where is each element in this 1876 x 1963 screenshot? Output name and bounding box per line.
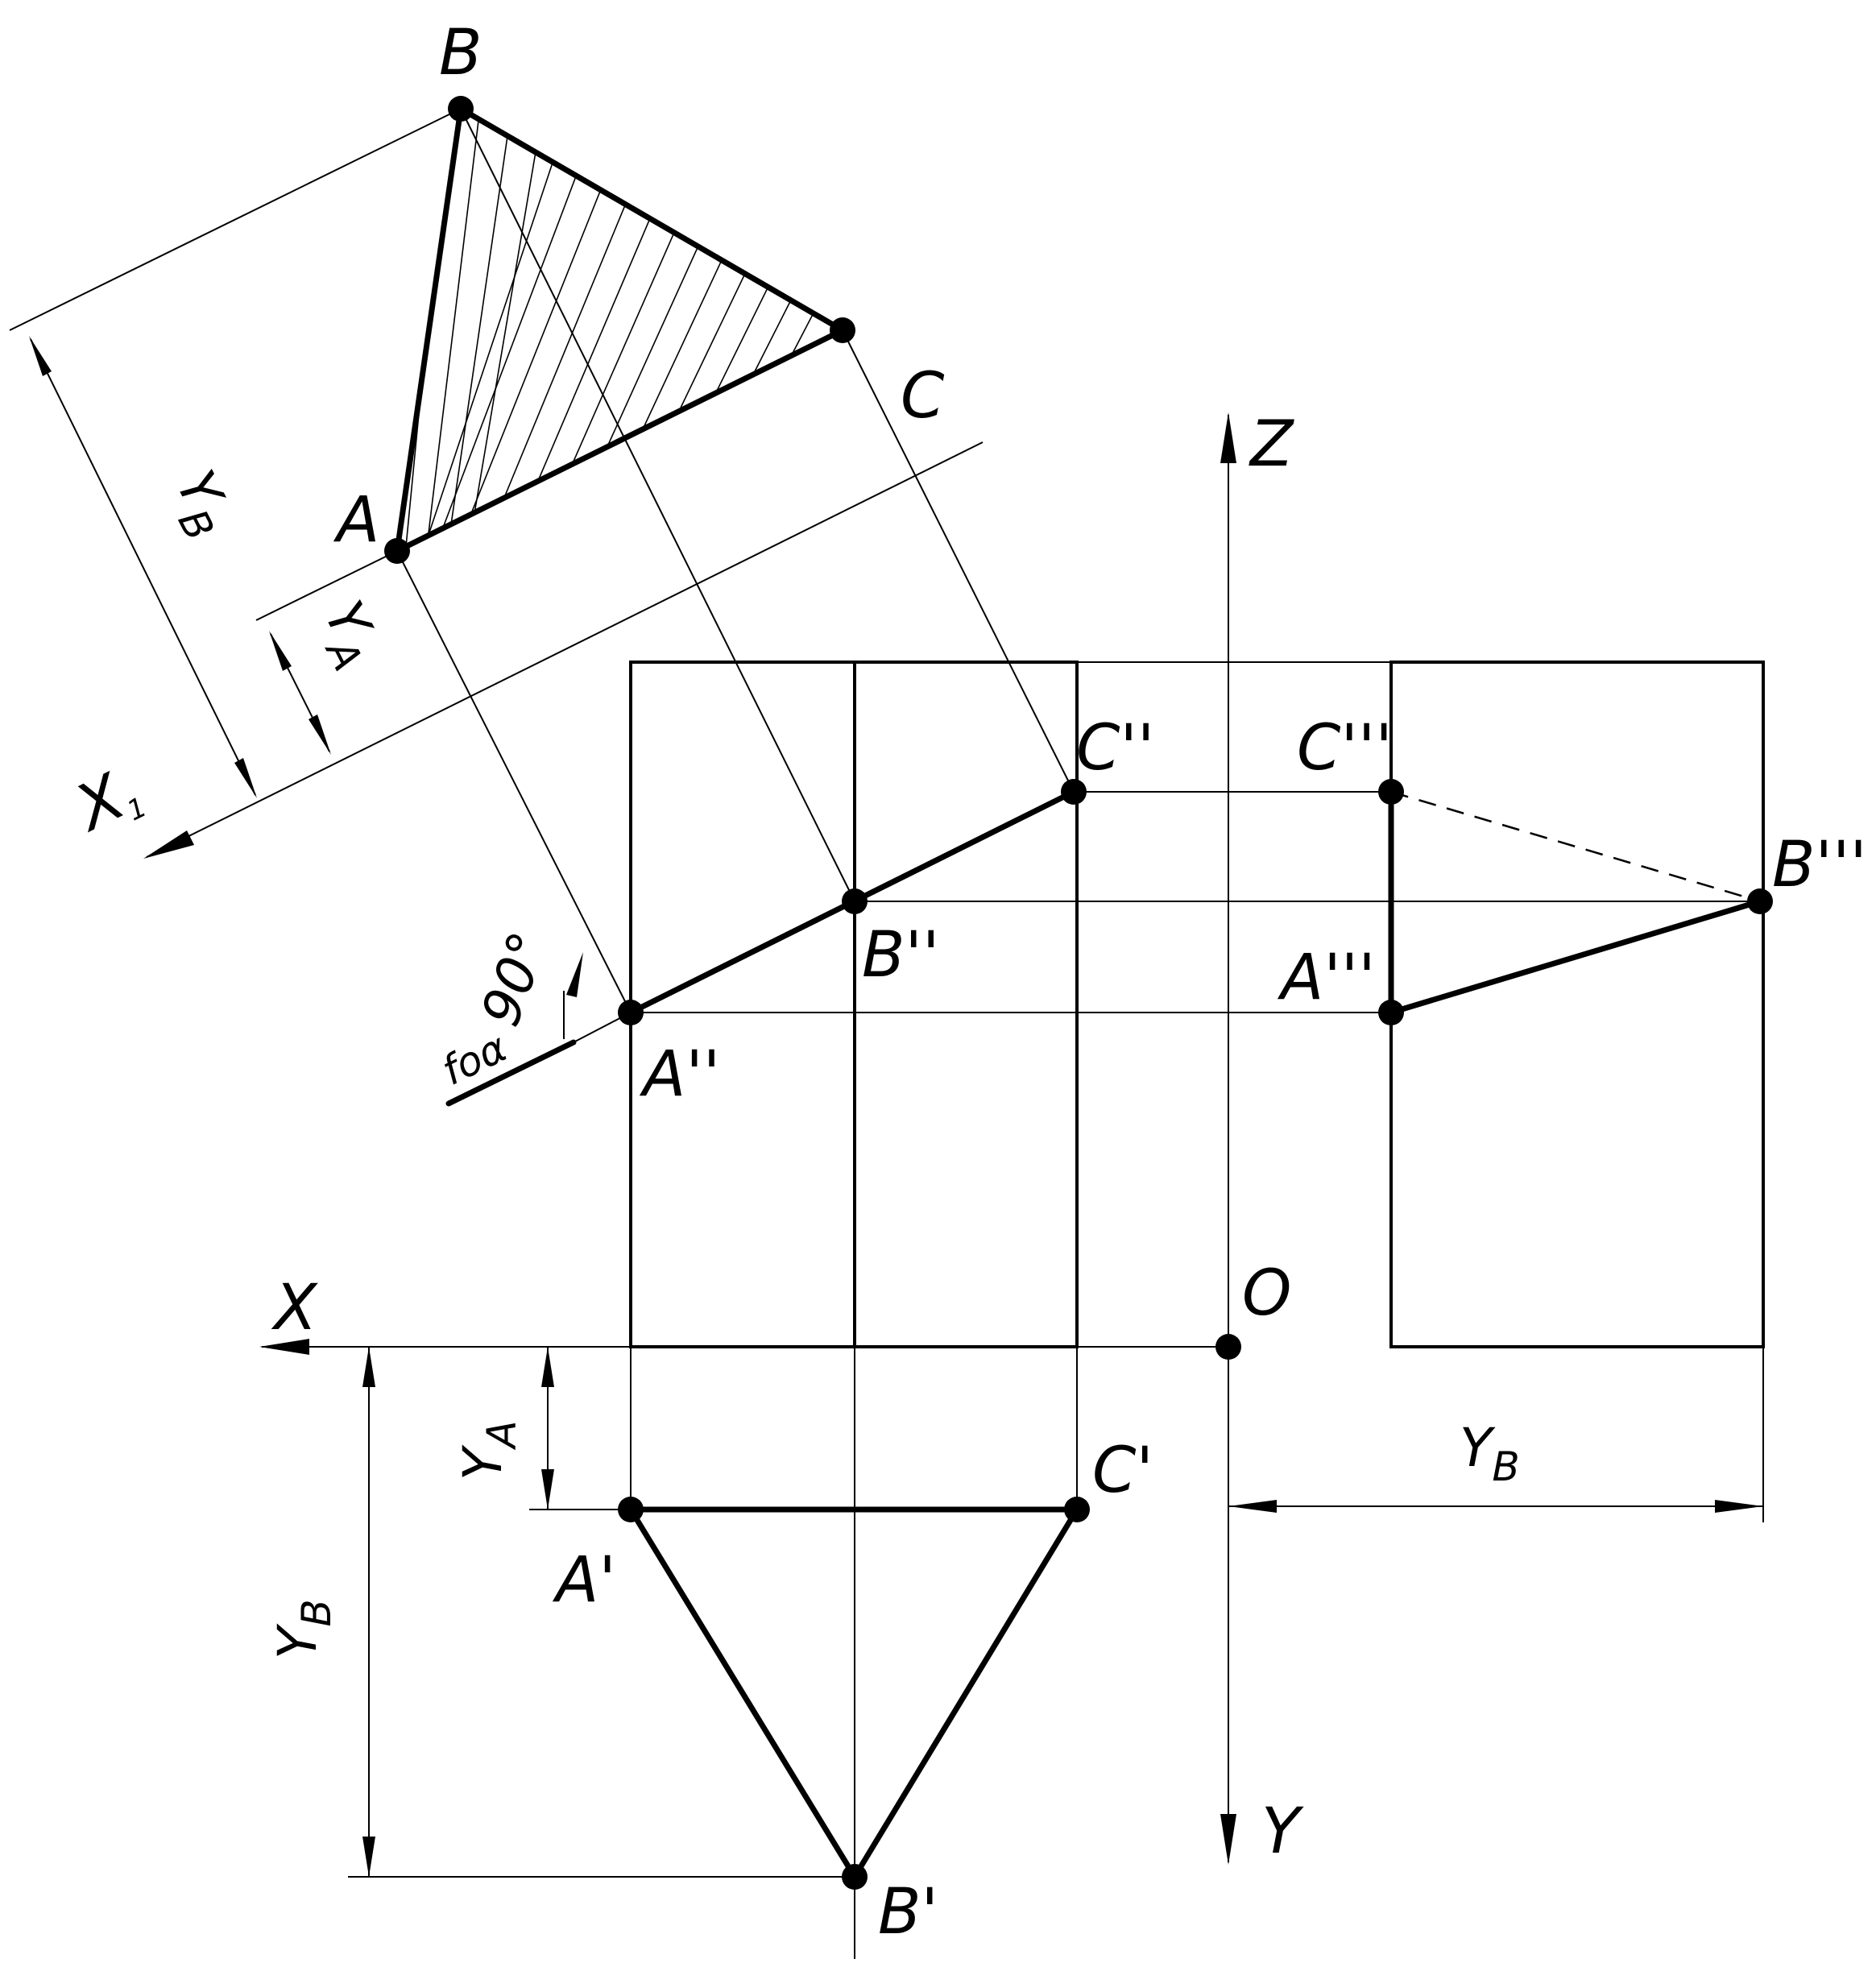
point-a-front bbox=[618, 1000, 644, 1025]
aux-yb-extension bbox=[9, 108, 462, 331]
top-yb-arrow-bottom bbox=[362, 1837, 375, 1877]
z-axis-arrowhead bbox=[1220, 412, 1236, 463]
x1-axis-arrowhead bbox=[143, 830, 194, 859]
label-point-c: C bbox=[901, 360, 945, 433]
frontal-rectangles bbox=[629, 661, 1079, 1348]
label-top-yb-sub: B bbox=[293, 1599, 340, 1626]
point-b-front bbox=[842, 888, 868, 914]
label-a-top: A' bbox=[552, 1544, 616, 1617]
aux-yb-arrow-top bbox=[29, 336, 52, 376]
point-a-aux bbox=[384, 538, 410, 564]
top-triangle bbox=[625, 1506, 1083, 1882]
profile-edge-cb-hidden bbox=[1390, 790, 1761, 903]
label-b-side: B''' bbox=[1772, 829, 1867, 901]
label-aux-yb: YB bbox=[154, 461, 246, 548]
point-b-aux bbox=[448, 96, 474, 122]
label-top-ya: YA bbox=[452, 1420, 525, 1481]
profile-yb-arrow-right bbox=[1715, 1500, 1763, 1513]
x-axis-arrowhead bbox=[259, 1339, 309, 1355]
axes bbox=[259, 412, 1241, 1865]
point-c-front bbox=[1061, 779, 1087, 805]
profile-rect bbox=[1389, 661, 1765, 1348]
label-profile-yb-letter: Y bbox=[1460, 1417, 1496, 1479]
top-ya-arrow-bottom bbox=[541, 1469, 554, 1510]
label-a-side: A''' bbox=[1277, 942, 1376, 1014]
label-c-top: C' bbox=[1092, 1435, 1153, 1507]
angle-arrow bbox=[566, 952, 583, 997]
aux-dimensions bbox=[9, 108, 462, 798]
aux-yb-dim-line bbox=[30, 338, 256, 796]
label-top-yb-letter: Y bbox=[267, 1623, 329, 1659]
top-ya-arrow-top bbox=[541, 1347, 554, 1387]
point-c-top bbox=[1064, 1497, 1090, 1522]
link-b-aux bbox=[460, 108, 855, 902]
x1-axis-line bbox=[146, 441, 984, 858]
point-c-aux bbox=[830, 317, 855, 343]
frontal-rect-right bbox=[853, 661, 1079, 1348]
aux-ya-arrow-top bbox=[269, 631, 292, 671]
y-axis-arrowhead bbox=[1220, 1814, 1236, 1865]
profile-edge-ab bbox=[1388, 898, 1763, 1016]
label-y-axis: Y bbox=[1261, 1795, 1304, 1868]
link-c-aux bbox=[842, 329, 1075, 793]
label-aux-ya: YA bbox=[302, 591, 395, 678]
point-c-side bbox=[1378, 779, 1404, 805]
label-x1: X1 bbox=[62, 753, 151, 847]
label-top-ya-letter: Y bbox=[452, 1444, 514, 1481]
frontal-rect-left bbox=[629, 661, 856, 1348]
foa-trace-line bbox=[445, 1039, 577, 1107]
aux-ya-arrow-bottom bbox=[309, 714, 331, 755]
label-c-front: C'' bbox=[1076, 712, 1154, 785]
link-a-aux bbox=[396, 550, 632, 1013]
profile-yb-arrow-left bbox=[1228, 1500, 1277, 1513]
label-x-axis: X bbox=[271, 1272, 318, 1344]
label-c-side: C''' bbox=[1297, 712, 1393, 785]
x1-axis bbox=[143, 441, 984, 859]
label-b-top: B' bbox=[878, 1876, 938, 1949]
labels: X Z Y O X1 A B C A'' B'' C'' A''' B''' C… bbox=[62, 17, 1867, 1949]
label-z-axis: Z bbox=[1249, 408, 1294, 481]
point-b-top bbox=[842, 1864, 868, 1890]
profile-triangle bbox=[1388, 789, 1763, 1016]
label-point-a: A bbox=[333, 484, 379, 557]
label-foa: foα bbox=[435, 1024, 514, 1095]
points bbox=[384, 96, 1773, 1890]
top-dimensions bbox=[362, 1347, 1763, 1877]
label-top-yb: YB bbox=[267, 1599, 340, 1659]
aux-yb-arrow-bottom bbox=[234, 758, 257, 798]
label-profile-yb-sub: B bbox=[1492, 1443, 1519, 1490]
label-top-ya-sub: A bbox=[478, 1420, 525, 1450]
point-a-top bbox=[618, 1497, 644, 1522]
link-lines bbox=[348, 108, 1764, 1959]
label-angle: 90° bbox=[470, 924, 560, 1033]
top-yb-arrow-top bbox=[362, 1347, 375, 1387]
point-b-side bbox=[1747, 888, 1773, 914]
label-point-b: B bbox=[439, 17, 482, 89]
foa-annotation bbox=[445, 952, 632, 1107]
label-b-front: B'' bbox=[862, 919, 939, 992]
aux-triangle bbox=[393, 104, 849, 557]
aux-ya-extension bbox=[255, 550, 398, 621]
label-a-front: A'' bbox=[639, 1038, 720, 1111]
label-origin: O bbox=[1242, 1257, 1291, 1330]
point-a-side bbox=[1378, 1000, 1404, 1025]
label-profile-yb: YB bbox=[1460, 1417, 1520, 1490]
